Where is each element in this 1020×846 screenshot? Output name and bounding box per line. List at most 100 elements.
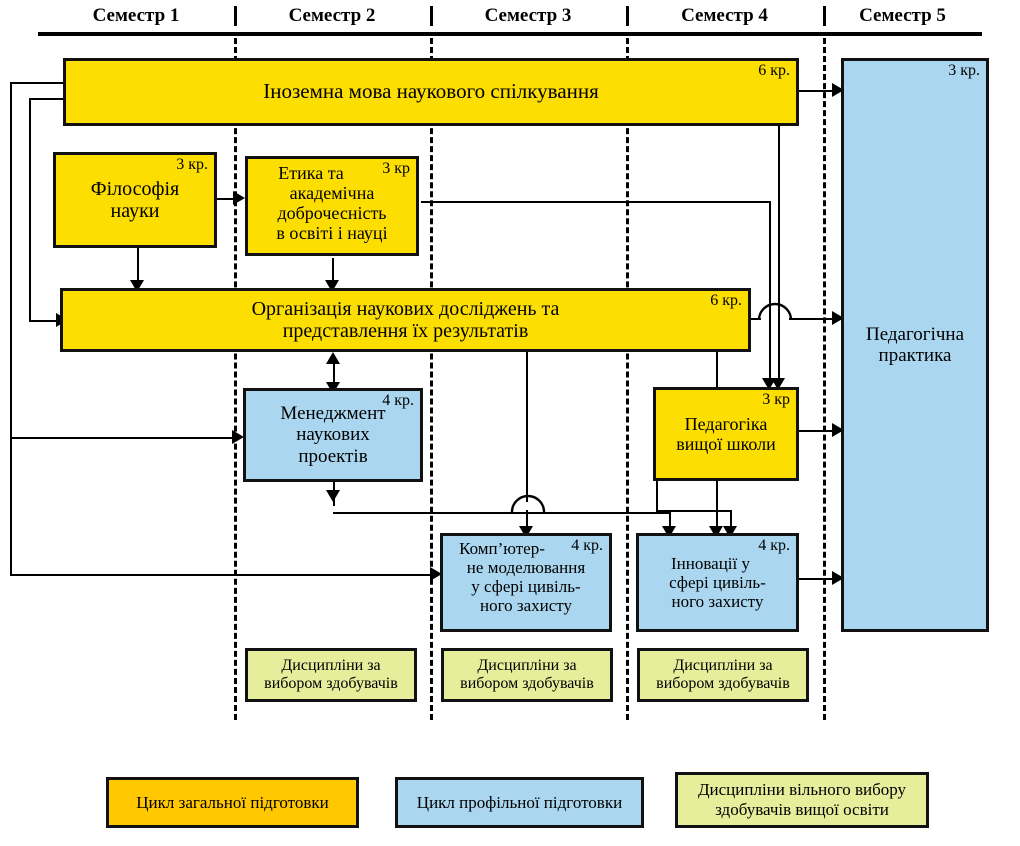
column-separator-3 <box>626 38 629 720</box>
conn-philosophy-to-ethics-h <box>217 198 239 200</box>
conn-philosophy-to-ethics-arrow <box>233 191 245 205</box>
conn-philosophy-to-research-v <box>137 248 139 286</box>
credits-pedagogy: 3 кр <box>762 391 790 408</box>
label-elective-3-line1: Дисципліни за <box>477 657 577 675</box>
credits-ethics: 3 кр <box>382 160 410 177</box>
conn-foreign-to-management-arrow <box>232 430 244 444</box>
conn-foreign-to-pedagogy-v <box>778 126 780 384</box>
conn-research-to-compmodel-v1 <box>526 352 528 502</box>
label-philosophy-line1: Філософія <box>90 177 180 200</box>
label-practice-line1: Педагогічна <box>865 323 965 345</box>
label-compmodel-line3: у сфері цивіль- <box>471 577 581 597</box>
column-separator-1 <box>234 38 237 720</box>
conn-foreign-to-research-h <box>29 320 59 322</box>
label-research-line1: Організація наукових досліджень та <box>251 297 560 320</box>
label-elective-2-line1: Дисципліни за <box>281 657 381 675</box>
conn-foreign-to-compmodel-h <box>10 574 437 576</box>
header-tick-1 <box>234 6 237 26</box>
credits-pedagogical-practice: 3 кр. <box>948 62 980 79</box>
label-ethics-line3: доброчесність <box>277 203 387 224</box>
label-compmodel-line2: не моделювання <box>466 558 586 578</box>
header-tick-2 <box>430 6 433 26</box>
conn-foreign-to-practice-h <box>799 90 841 92</box>
conn-ethics-to-pedagogy-h <box>421 201 770 203</box>
label-management-line1: Менеджмент <box>280 403 386 425</box>
conn-foreign-to-compmodel-arrow <box>430 567 442 581</box>
semester-header-3: Семестр 3 <box>484 5 572 26</box>
label-elective-3-line2: вибором здобувачів <box>460 675 594 692</box>
node-foreign-language[interactable]: 6 кр. Іноземна мова наукового спілкуванн… <box>63 58 799 126</box>
semester-header-5: Семестр 5 <box>859 5 946 26</box>
header-tick-3 <box>626 6 629 26</box>
label-pedagogy-line1: Педагогіка <box>684 413 768 434</box>
conn-research-hop <box>757 302 793 321</box>
conn-pedagogy-down-h <box>656 510 732 512</box>
node-research-organization[interactable]: 6 кр. Організація наукових досліджень та… <box>60 288 751 352</box>
node-philosophy-of-science[interactable]: 3 кр. Філософія науки <box>53 152 217 248</box>
conn-foreign-to-management-h <box>10 437 238 439</box>
semester-header-2: Семестр 2 <box>288 5 376 26</box>
credits-management: 4 кр. <box>382 392 414 409</box>
credits-innovations: 4 кр. <box>758 537 790 554</box>
header-tick-4 <box>823 6 826 26</box>
label-elective-2-line2: вибором здобувачів <box>264 675 398 692</box>
conn-research-compmodel-hop <box>510 494 546 513</box>
label-innovations-line3: ного захисту <box>671 592 764 612</box>
credits-research-organization: 6 кр. <box>710 292 742 309</box>
conn-management-down-arrow <box>326 490 340 502</box>
conn-research-to-practice-h1 <box>751 318 761 320</box>
label-management-line3: проектів <box>298 445 368 467</box>
node-elective-sem3[interactable]: Дисципліни за вибором здобувачів <box>441 648 613 702</box>
conn-foreign-left-outer-h-top <box>10 82 63 84</box>
credits-computer-modeling: 4 кр. <box>571 537 603 554</box>
label-innovations-line1: Інновації у <box>671 553 750 573</box>
conn-foreign-left-inner-h-top <box>29 98 63 100</box>
credits-foreign-language: 6 кр. <box>758 62 790 79</box>
conn-foreign-left-outer-v <box>10 82 12 574</box>
label-compmodel-line1: Комп’ютер- <box>459 539 545 558</box>
label-pedagogy-line2: вищої школи <box>676 434 776 454</box>
node-research-project-management[interactable]: 4 кр. Менеджмент наукових проектів <box>243 388 423 482</box>
conn-management-bus-h <box>333 512 671 514</box>
node-civil-protection-innovations[interactable]: 4 кр. Інновації у сфері цивіль- ного зах… <box>636 533 799 632</box>
credits-philosophy: 3 кр. <box>176 156 208 173</box>
conn-research-to-practice-h2 <box>789 318 841 320</box>
label-elective-4-line1: Дисципліни за <box>673 657 773 675</box>
label-foreign-language: Іноземна мова наукового спілкування <box>263 79 599 104</box>
node-academic-ethics[interactable]: 3 кр Етика та академічна доброчесність в… <box>245 156 419 256</box>
semester-header-1: Семестр 1 <box>92 5 180 26</box>
legend-label-general-cycle: Цикл загальної підготовки <box>136 792 329 812</box>
node-pedagogical-practice[interactable]: 3 кр. Педагогічна практика <box>841 58 989 632</box>
legend-label-free-choice-line1: Дисципліни вільного вибору <box>697 780 907 800</box>
conn-ethics-to-research-v <box>332 258 334 286</box>
label-philosophy-line2: науки <box>110 200 160 222</box>
semester-header-4: Семестр 4 <box>681 5 768 26</box>
conn-research-management-arrow-up <box>326 352 340 364</box>
legend-item-profile-cycle: Цикл профільної підготовки <box>395 777 644 828</box>
legend-item-free-choice: Дисципліни вільного вибору здобувачів ви… <box>675 772 929 828</box>
column-separator-2 <box>430 38 433 720</box>
conn-ethics-to-pedagogy-v <box>769 201 771 384</box>
node-higher-school-pedagogy[interactable]: 3 кр Педагогіка вищої школи <box>653 387 799 481</box>
legend-label-free-choice-line2: здобувачів вищої освіти <box>715 800 889 819</box>
conn-research-to-compmodel-v2 <box>526 510 528 532</box>
conn-foreign-left-inner-v <box>29 98 31 320</box>
conn-pedagogy-down-v1 <box>656 481 658 512</box>
node-computer-modeling[interactable]: 4 кр. Комп’ютер- не моделювання у сфері … <box>440 533 612 632</box>
conn-pedagogy-to-practice-h <box>799 430 841 432</box>
legend-label-profile-cycle: Цикл профільної підготовки <box>416 792 623 812</box>
column-separator-4 <box>823 38 826 720</box>
conn-management-bus-v <box>669 512 671 532</box>
label-management-line2: наукових <box>296 424 370 446</box>
conn-innovations-to-practice-h <box>799 578 841 580</box>
label-compmodel-line4: ного захисту <box>479 596 572 616</box>
label-ethics-line4: в освіті і науці <box>276 223 388 244</box>
node-elective-sem2[interactable]: Дисципліни за вибором здобувачів <box>245 648 417 702</box>
conn-pedagogy-down-v2 <box>730 510 732 532</box>
label-research-line2: представлення їх результатів <box>282 320 529 342</box>
conn-research-management-v <box>333 358 335 388</box>
node-elective-sem4[interactable]: Дисципліни за вибором здобувачів <box>637 648 809 702</box>
legend-item-general-cycle: Цикл загальної підготовки <box>106 777 359 828</box>
label-elective-4-line2: вибором здобувачів <box>656 675 790 692</box>
